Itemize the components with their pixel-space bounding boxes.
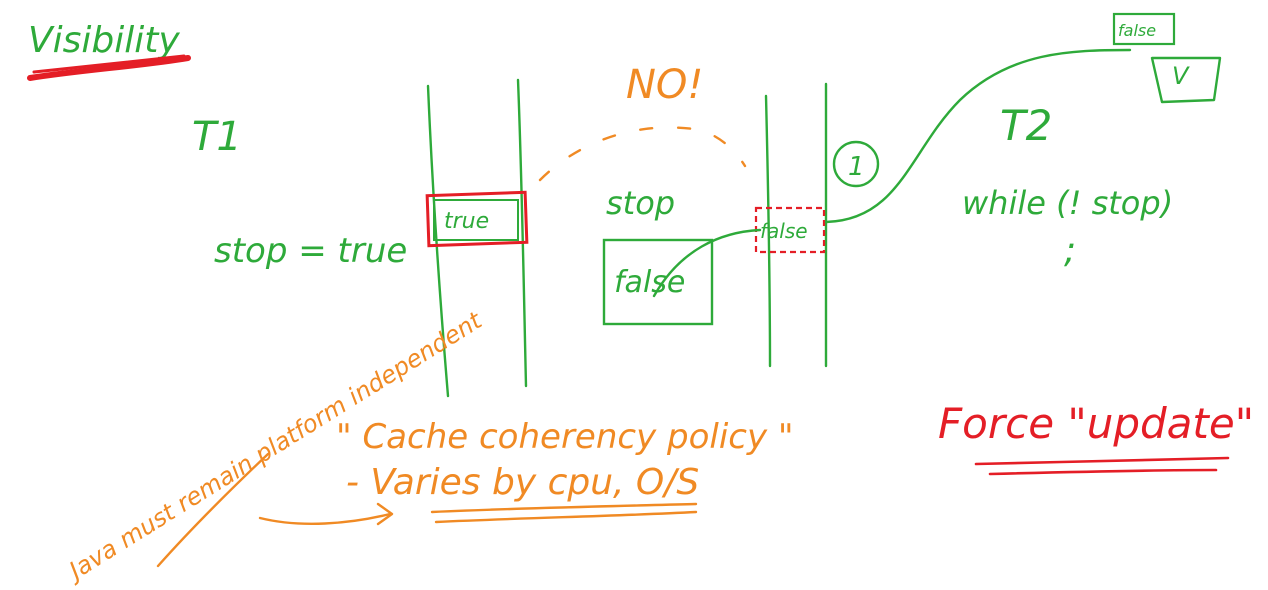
memory-to-t2-curve <box>652 228 762 298</box>
t2-cache-to-topright-curve <box>824 48 1132 224</box>
thread2-label: T2 <box>1000 101 1052 150</box>
policy-underline-2 <box>434 510 698 524</box>
thread1-cache-box-inner <box>433 199 519 241</box>
thread2-loop-body: ; <box>1064 230 1076 271</box>
main-memory-box <box>602 238 714 326</box>
force-update-underline-2 <box>988 468 1218 476</box>
thread1-label: T1 <box>192 114 242 160</box>
thread2-cache-value: false <box>760 219 808 243</box>
no-dashed-arc <box>538 126 747 182</box>
title-underline <box>27 55 191 81</box>
policy-note-line2: - Varies by cpu, O/S <box>346 462 699 503</box>
main-memory-label: stop <box>606 184 675 222</box>
topright-value: false <box>1118 21 1156 40</box>
java-to-policy-arrow <box>258 512 392 525</box>
thread2-cache-left-line <box>764 94 772 368</box>
topright-v-box <box>1150 56 1222 104</box>
thread1-code: stop = true <box>214 231 407 271</box>
main-memory-value: false <box>614 265 685 300</box>
marker-number: 1 <box>848 152 865 182</box>
no-annotation: NO! <box>626 62 703 108</box>
force-update-underline-1 <box>974 456 1230 466</box>
java-note-underline <box>156 452 270 568</box>
force-update-note: Force "update" <box>938 399 1254 448</box>
policy-note-line1: " Cache coherency policy " <box>336 417 794 457</box>
thread1-cache-box <box>425 190 529 248</box>
topright-v-label: V <box>1172 62 1190 90</box>
diagram-title: Visibility <box>28 20 180 61</box>
java-to-policy-arrowhead <box>376 502 394 526</box>
topright-value-box <box>1112 12 1176 46</box>
marker-circle <box>832 140 880 188</box>
thread2-loop-code: while (! stop) <box>962 184 1173 222</box>
policy-underline-1 <box>430 502 698 514</box>
title-underline-2 <box>32 54 186 74</box>
thread1-cache-right-line <box>516 78 528 388</box>
thread1-cache-value: true <box>444 209 489 234</box>
